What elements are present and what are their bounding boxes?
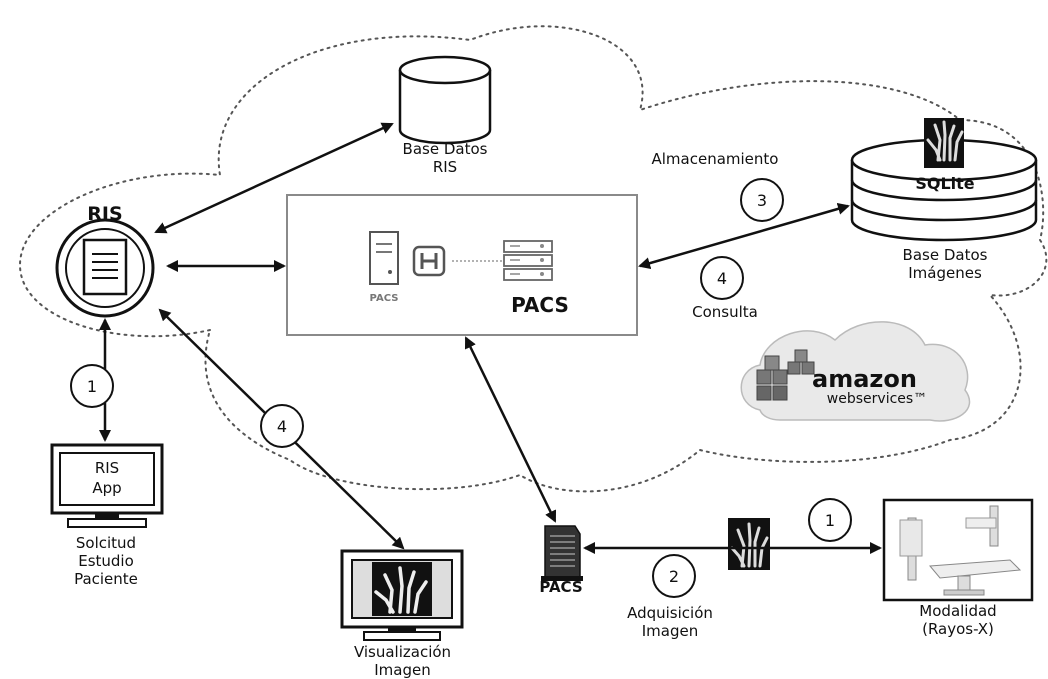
aws-logo	[740, 321, 971, 422]
solicitud-label-1: Solcitud	[75, 534, 137, 552]
adquisicion-label: Adquisición Imagen	[605, 604, 735, 640]
xray-thumbnail-icon	[728, 518, 770, 570]
visualizacion-label-2: Imagen	[374, 661, 431, 679]
visualizacion-label: Visualización Imagen	[330, 643, 475, 679]
ris-app-label-1: RIS	[94, 459, 120, 477]
base-ris-label-2: RIS	[432, 158, 458, 176]
modalidad-label: Modalidad (Rayos-X)	[892, 602, 1024, 638]
database-ris-icon	[398, 55, 492, 145]
step-circle-visualizacion: 4	[260, 404, 304, 448]
step-circle-ris-app: 1	[70, 364, 114, 408]
arrow-pacs-to-server	[464, 336, 557, 523]
consulta-label: Consulta	[692, 303, 758, 321]
arrow-pacs-to-sqlite	[638, 203, 850, 269]
arrow-ris-to-base-ris	[154, 122, 394, 234]
pacs-server-label: PACS	[539, 578, 583, 596]
adquisicion-label-2: Imagen	[641, 622, 699, 640]
solicitud-label-2: Estudio	[78, 552, 134, 570]
base-images-label-2: Imágenes	[908, 264, 982, 282]
sqlite-label: SQLite	[915, 174, 975, 193]
pacs-server-icon	[541, 525, 583, 581]
modalidad-label-2: (Rayos-X)	[922, 620, 994, 638]
base-ris-label-1: Base Datos	[402, 140, 488, 158]
pacs-box-small-label: PACS	[369, 293, 399, 304]
pacs-box	[286, 194, 638, 336]
pacs-box-label: PACS	[511, 293, 569, 317]
step-circle-modalidad: 1	[808, 498, 852, 542]
ris-app-monitor-icon	[50, 443, 164, 528]
almacenamiento-label: Almacenamiento	[651, 150, 779, 168]
ris-app-label-2: App	[92, 479, 122, 497]
base-images-label-1: Base Datos	[902, 246, 988, 264]
modalidad-label-1: Modalidad	[919, 602, 997, 620]
step-circle-consulta: 4	[700, 256, 744, 300]
ris-label: RIS	[87, 203, 123, 225]
xray-machine-icon	[882, 498, 1034, 602]
base-images-label: Base Datos Imágenes	[870, 246, 1020, 282]
visualization-monitor-icon	[340, 549, 464, 641]
ris-app-screen-text: RIS App	[60, 458, 154, 498]
ris-icon	[55, 218, 155, 318]
adquisicion-label-1: Adquisición	[627, 604, 713, 622]
database-images-icon	[850, 118, 1038, 242]
base-ris-label: Base Datos RIS	[380, 140, 510, 176]
step-circle-adquisicion: 2	[652, 554, 696, 598]
solicitud-label: Solcitud Estudio Paciente	[50, 534, 162, 588]
step-circle-almacenamiento: 3	[740, 178, 784, 222]
solicitud-label-3: Paciente	[74, 570, 138, 588]
aws-label: webservices™	[826, 391, 928, 407]
amazon-label: amazon	[812, 365, 917, 393]
visualizacion-label-1: Visualización	[353, 643, 452, 661]
